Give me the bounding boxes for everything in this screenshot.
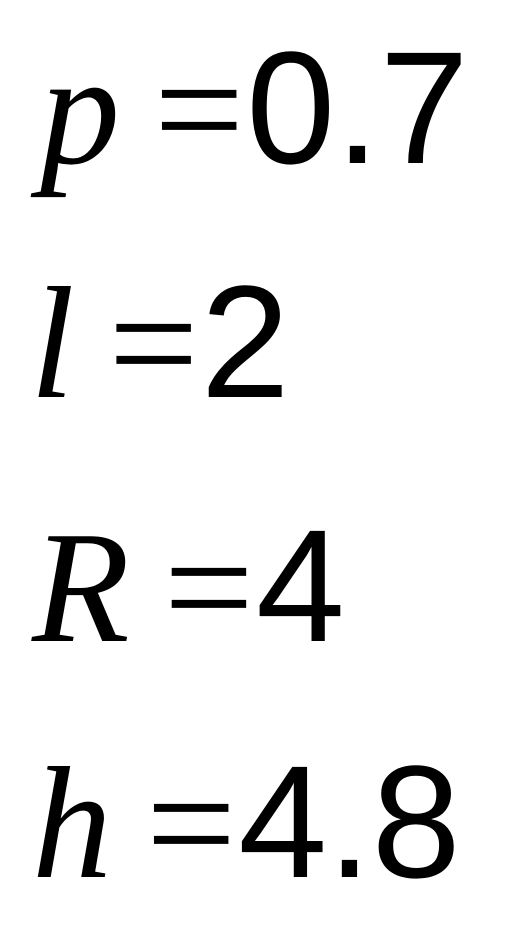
variable-p: p: [40, 20, 120, 198]
equals-sign: =: [163, 498, 254, 676]
value-l: 2: [200, 252, 290, 431]
equation-h: h=4.8: [32, 732, 461, 912]
equals-sign: =: [146, 734, 237, 912]
variable-r: R: [32, 498, 130, 676]
equation-r: R=4: [32, 496, 345, 676]
value-r: 4: [255, 496, 345, 675]
equals-sign: =: [154, 20, 245, 198]
value-p: 0.7: [246, 18, 469, 197]
equation-p: p=0.7: [40, 18, 469, 198]
equation-l: l=2: [30, 252, 290, 432]
variable-h: h: [32, 734, 112, 912]
value-h: 4.8: [238, 732, 461, 911]
variable-l: l: [30, 254, 75, 432]
equals-sign: =: [108, 254, 199, 432]
